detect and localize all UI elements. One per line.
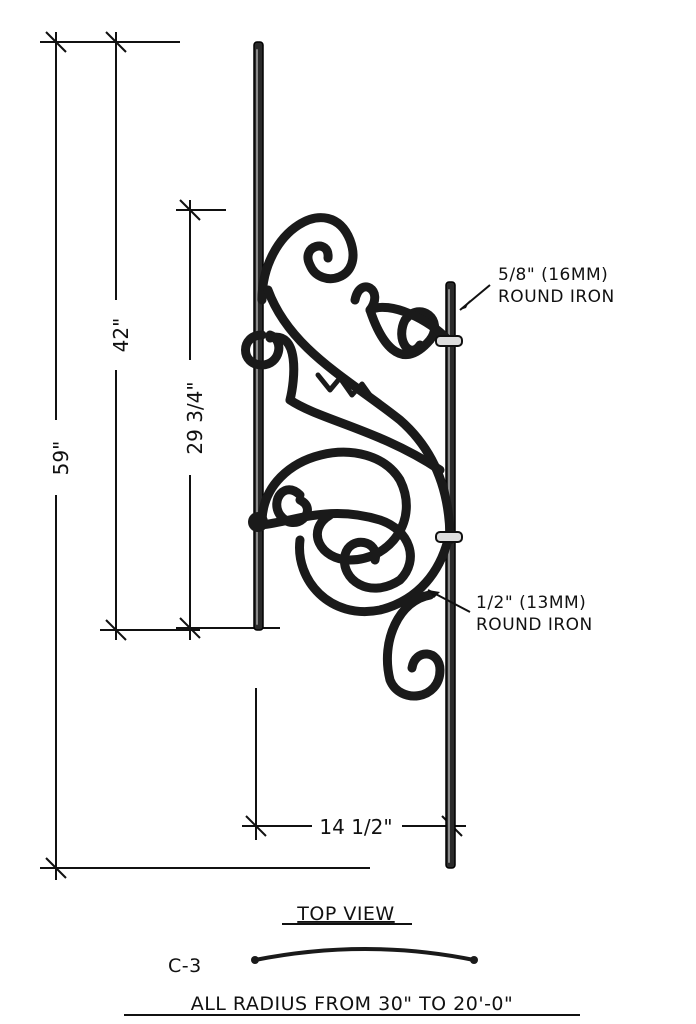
dimension-42: 42" — [100, 31, 200, 641]
right-post — [445, 281, 456, 869]
dimension-59-label: 59" — [49, 441, 73, 476]
callout-1-2-size: 1/2" (13MM) — [476, 593, 586, 613]
top-view-arc — [254, 947, 475, 962]
part-number: C-3 — [168, 955, 202, 977]
callout-5-8-round-iron: 5/8" (16MM) ROUND IRON — [459, 265, 615, 311]
callout-5-8-material: ROUND IRON — [498, 287, 615, 307]
top-view: TOP VIEW C-3 ALL RADIUS FROM 30" TO 20'-… — [124, 903, 580, 1016]
dimension-14-1-2: 14 1/2" — [242, 688, 466, 840]
dimension-29-3-4: 29 3/4" — [176, 199, 280, 640]
upper-collar — [435, 335, 463, 347]
radius-note: ALL RADIUS FROM 30" TO 20'-0" — [191, 993, 514, 1015]
dimension-29-3-4-label: 29 3/4" — [183, 381, 207, 454]
top-view-title: TOP VIEW — [296, 903, 394, 925]
dimension-42-label: 42" — [109, 318, 133, 353]
dimension-14-1-2-label: 14 1/2" — [319, 815, 392, 839]
callout-1-2-round-iron: 1/2" (13MM) ROUND IRON — [427, 589, 593, 635]
callout-5-8-size: 5/8" (16MM) — [498, 265, 608, 285]
scroll-ornament — [241, 213, 463, 701]
dimension-59: 59" — [40, 31, 370, 880]
callout-1-2-material: ROUND IRON — [476, 615, 593, 635]
lower-collar — [435, 531, 463, 543]
